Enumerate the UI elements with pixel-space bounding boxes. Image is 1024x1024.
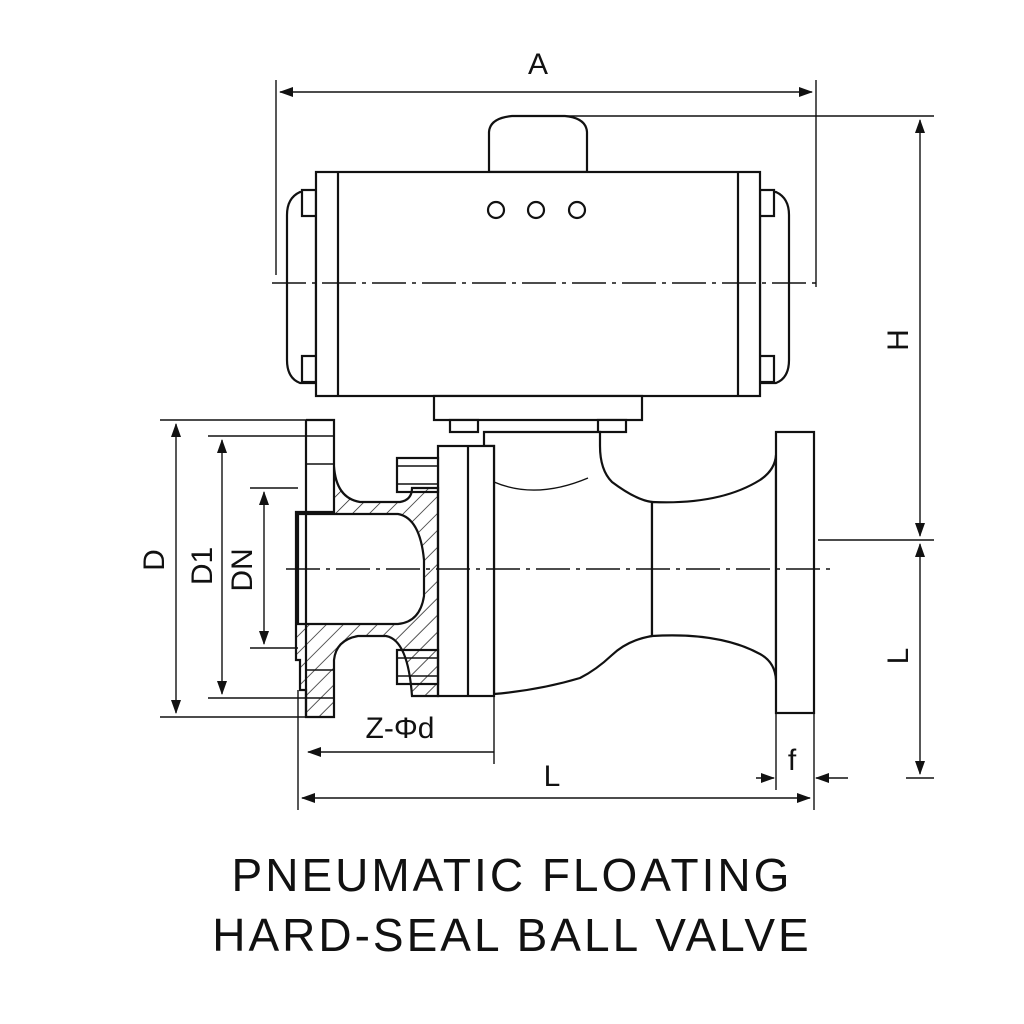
dim-label-H: H bbox=[882, 329, 915, 351]
dim-label-L-bottom: L bbox=[544, 760, 561, 793]
centerlines bbox=[272, 282, 830, 570]
valve-body bbox=[395, 430, 816, 715]
dim-label-A: A bbox=[528, 48, 548, 81]
dim-label-Z-d: Z-Φd bbox=[366, 712, 435, 745]
dimension-labels: A H L D D1 DN Z-Φd L f bbox=[138, 48, 915, 793]
pneumatic-actuator bbox=[285, 114, 791, 434]
dim-label-D: D bbox=[138, 549, 171, 571]
dim-label-L-right: L bbox=[882, 648, 915, 665]
dim-label-D1: D1 bbox=[186, 547, 219, 585]
caption-title-line-2: HARD-SEAL BALL VALVE bbox=[212, 909, 812, 961]
dimension-lines bbox=[160, 80, 934, 810]
caption-title-line-1: PNEUMATIC FLOATING bbox=[231, 849, 793, 901]
dim-label-DN: DN bbox=[226, 548, 259, 591]
dim-label-f: f bbox=[788, 744, 797, 777]
